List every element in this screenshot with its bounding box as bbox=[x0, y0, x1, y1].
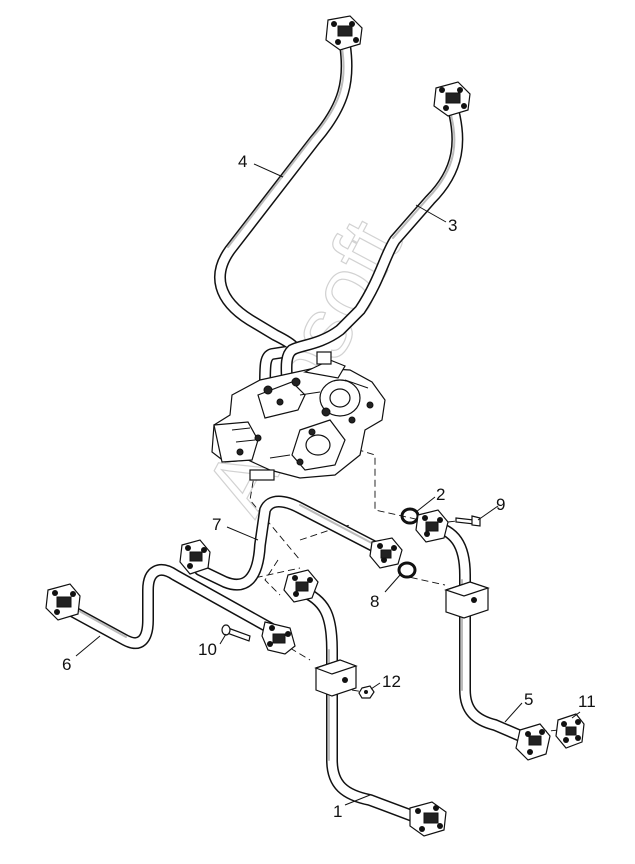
flange-pipe-1-top bbox=[283, 569, 319, 603]
callout-4: 4 bbox=[238, 152, 247, 171]
callout-2: 2 bbox=[436, 485, 445, 504]
callout-12: 12 bbox=[382, 672, 401, 691]
pipe-3 bbox=[280, 99, 464, 386]
flange-pipe-7-left bbox=[179, 539, 211, 575]
callout-6: 6 bbox=[62, 655, 71, 674]
callout-7: 7 bbox=[212, 515, 221, 534]
flange-pipe-6-left bbox=[45, 583, 81, 621]
flange-pipe-5-bottom bbox=[515, 723, 551, 761]
pipe-7 bbox=[194, 495, 391, 591]
hydraulic-pump bbox=[211, 351, 386, 481]
o-ring-8 bbox=[397, 561, 417, 579]
bolt-10 bbox=[221, 624, 251, 642]
callout-3: 3 bbox=[448, 216, 457, 235]
flange-pipe-3-top bbox=[433, 81, 471, 117]
pipe-5 bbox=[424, 519, 536, 746]
pipe-4 bbox=[214, 39, 353, 391]
callout-11: 11 bbox=[578, 692, 596, 711]
nut-12 bbox=[358, 685, 375, 699]
pipe-1 bbox=[294, 584, 424, 824]
clamp-block-pipe-1 bbox=[314, 659, 358, 697]
callout-labels: 1 2 3 4 5 6 7 8 9 10 11 12 bbox=[62, 152, 596, 821]
leader-lines bbox=[75, 163, 581, 806]
flange-pipe-4-top bbox=[325, 15, 363, 51]
callout-9: 9 bbox=[496, 495, 505, 514]
flange-pipe-1-bottom bbox=[409, 801, 447, 837]
flange-pipe-5-top bbox=[415, 509, 449, 543]
clamp-block-pipe-5 bbox=[444, 581, 490, 619]
flange-pipe-6-right bbox=[261, 621, 296, 655]
flange-half-11 bbox=[555, 713, 585, 749]
callout-5: 5 bbox=[524, 690, 533, 709]
callout-1: 1 bbox=[333, 802, 342, 821]
o-ring-2 bbox=[400, 507, 420, 525]
pipe-6 bbox=[64, 564, 276, 649]
callout-8: 8 bbox=[370, 592, 379, 611]
bolt-9 bbox=[455, 515, 481, 527]
callout-10: 10 bbox=[198, 640, 217, 659]
flange-pipe-7-right bbox=[369, 537, 403, 569]
